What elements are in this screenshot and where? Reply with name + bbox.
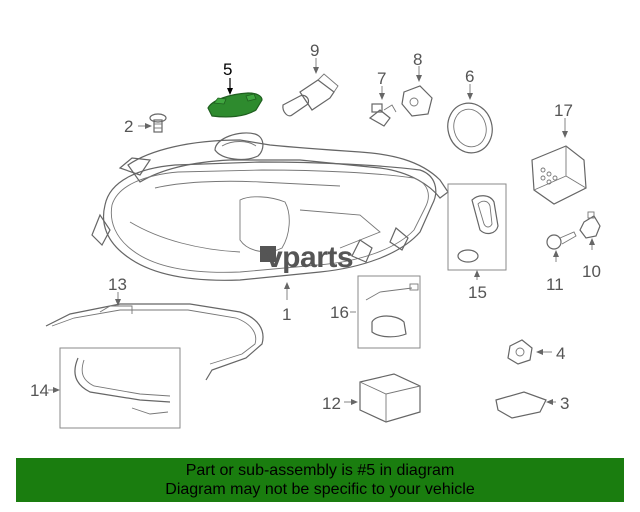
callout-7: 7 — [377, 69, 386, 88]
part-15-gasket-box — [447, 183, 507, 280]
callout-11: 11 — [546, 275, 564, 294]
watermark-text: vparts — [266, 241, 353, 274]
info-banner-line2: Diagram may not be specific to your vehi… — [165, 481, 475, 498]
callout-5: 5 — [223, 60, 232, 79]
part-11-sensor — [546, 231, 577, 262]
callout-2: 2 — [124, 117, 133, 136]
highlighted-part-5 — [207, 78, 263, 118]
part-16-harness-box — [350, 275, 421, 349]
part-4-nut — [507, 339, 552, 365]
part-2-screw — [138, 113, 167, 133]
callout-6: 6 — [465, 67, 474, 86]
part-3-plate — [495, 391, 556, 419]
callout-13: 13 — [108, 275, 127, 294]
part-10-actuator — [579, 211, 601, 250]
callout-15: 15 — [468, 283, 487, 302]
part-6-seal — [447, 84, 493, 154]
callout-17: 17 — [554, 101, 573, 120]
part-13-trim — [45, 292, 264, 381]
watermark-logo: vparts — [260, 241, 354, 274]
part-9-bulb — [282, 58, 339, 117]
callout-12: 12 — [322, 394, 341, 413]
callout-8: 8 — [413, 50, 422, 69]
callout-1: 1 — [282, 305, 291, 324]
part-7-bulb — [368, 86, 397, 127]
part-8-socket — [401, 66, 433, 117]
callout-9: 9 — [310, 41, 319, 60]
callout-14: 14 — [30, 381, 49, 400]
part-14-box — [48, 347, 181, 429]
callout-4: 4 — [556, 344, 565, 363]
info-banner: Part or sub-assembly is #5 in diagram Di… — [16, 458, 624, 502]
callout-16: 16 — [330, 303, 349, 322]
part-17-module — [531, 118, 587, 205]
part-12-module — [344, 373, 421, 423]
callout-3: 3 — [560, 394, 569, 413]
headlight-assembly — [91, 132, 449, 300]
callout-10: 10 — [582, 262, 601, 281]
info-banner-line1: Part or sub-assembly is #5 in diagram — [185, 462, 455, 479]
